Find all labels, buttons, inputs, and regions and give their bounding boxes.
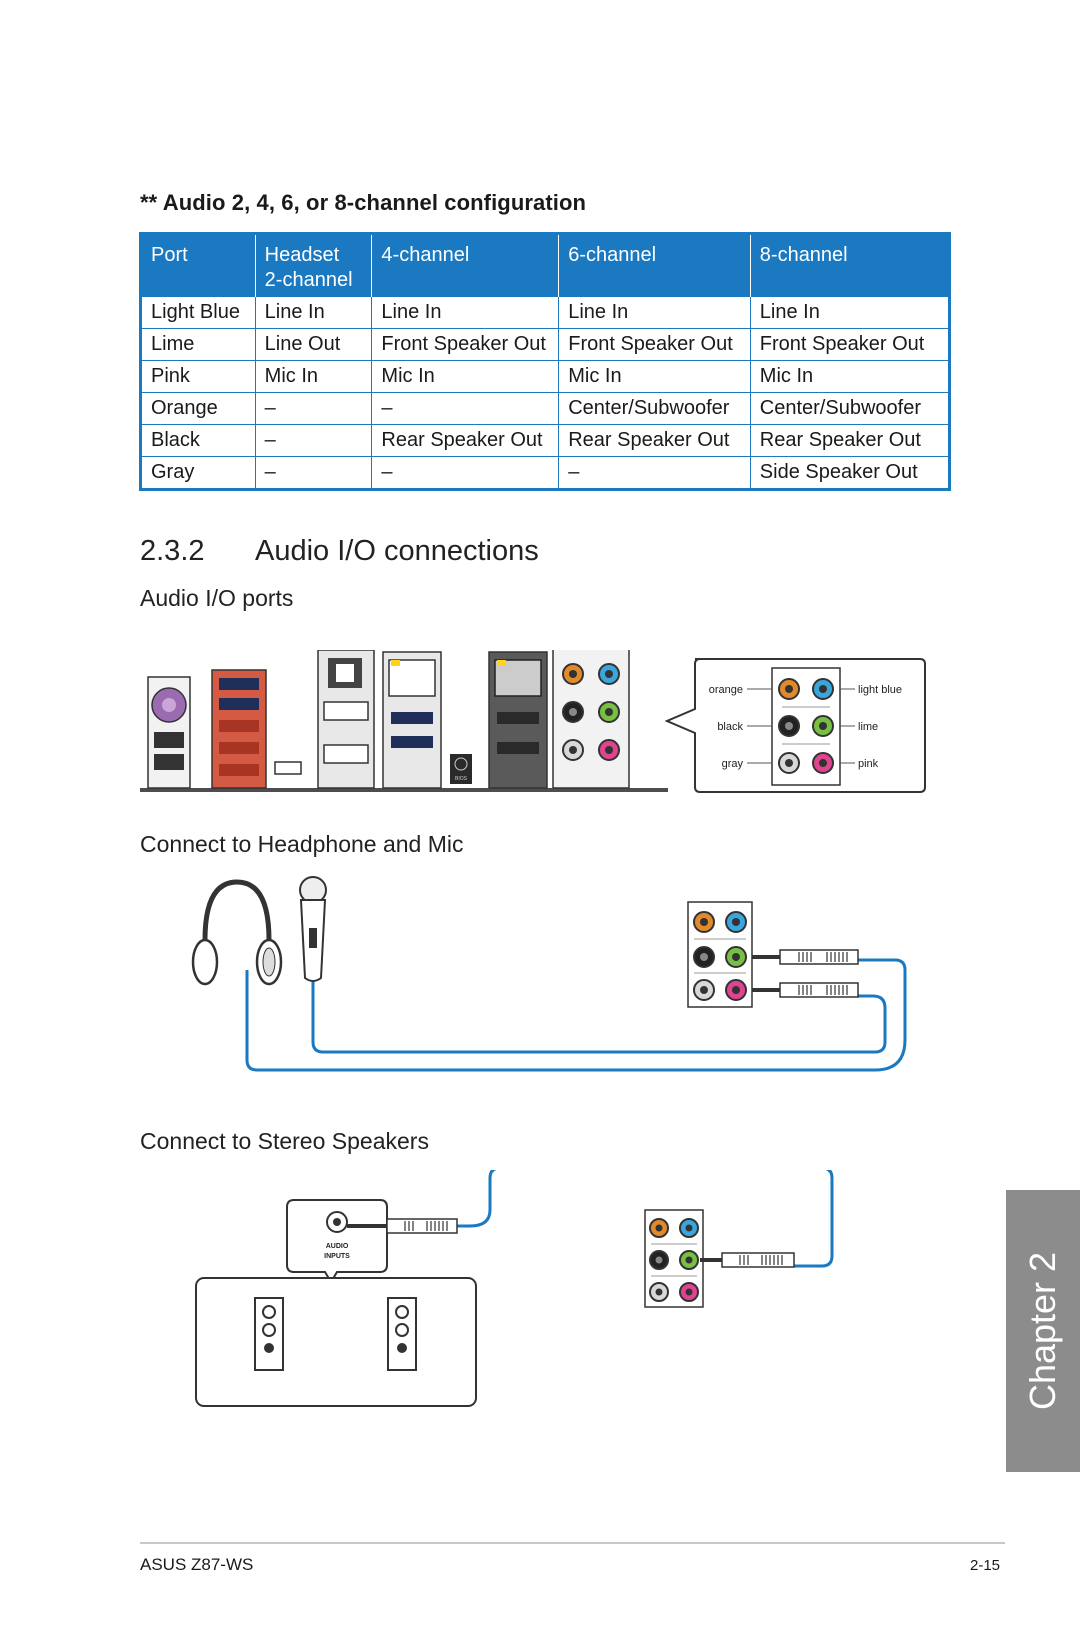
cell: Rear Speaker Out [749, 424, 951, 457]
audio-inputs-label-line2: INPUTS [324, 1253, 350, 1260]
cell: Line In [254, 296, 373, 329]
cell: Line In [558, 296, 751, 329]
chapter-tab[interactable]: Chapter 2 [1006, 1190, 1080, 1472]
table-header-row: Port Headset 2-channel 4-channel 6-chann… [140, 233, 950, 297]
label-black: black [717, 721, 743, 733]
audio-plug-icon [752, 982, 859, 998]
usb-stack-icon [211, 669, 267, 789]
cell: Rear Speaker Out [371, 424, 560, 457]
lan-usb-port-icon [488, 651, 548, 789]
bios-button: BIOS [450, 754, 472, 784]
cell: Front Speaker Out [749, 328, 951, 361]
subsection-speakers: Connect to Stereo Speakers [140, 1128, 429, 1154]
cell: – [254, 392, 373, 425]
speaker-input-box: AUDIO INPUTS [286, 1199, 388, 1284]
cell: Front Speaker Out [371, 328, 560, 361]
cell: Center/Subwoofer [558, 392, 751, 425]
jack-callout: orange black gray light blue lime pink [665, 658, 926, 793]
section-number: 2.3.2 [140, 535, 205, 567]
cell: Black [140, 424, 256, 457]
lan-usb-port-icon [382, 651, 442, 789]
header-4ch: 4-channel [371, 233, 560, 297]
cell: Front Speaker Out [558, 328, 751, 361]
label-light-blue: light blue [858, 684, 902, 696]
table-row: Light Blue Line In Line In Line In Line … [140, 296, 951, 329]
rear-io-illustration: BIOS [140, 650, 668, 792]
chapter-tab-label: Chapter 2 [1022, 1251, 1063, 1411]
label-orange: orange [709, 684, 743, 696]
table-row: Black – Rear Speaker Out Rear Speaker Ou… [140, 424, 951, 457]
label-lime: lime [858, 721, 878, 733]
cell: Center/Subwoofer [749, 392, 951, 425]
footer-divider [140, 1542, 1005, 1544]
cell: – [558, 456, 751, 490]
ps2-port-icon [147, 676, 191, 789]
footer-page-number: 2-15 [970, 1557, 1001, 1574]
cell: Rear Speaker Out [558, 424, 751, 457]
bios-label: BIOS [455, 776, 468, 782]
cell: Mic In [558, 360, 751, 393]
header-6ch: 6-channel [558, 233, 751, 297]
table-row: Lime Line Out Front Speaker Out Front Sp… [140, 328, 951, 361]
cell: Gray [140, 456, 256, 490]
cell: Orange [140, 392, 256, 425]
subsection-headphone: Connect to Headphone and Mic [140, 831, 464, 857]
header-8ch: 8-channel [750, 233, 950, 297]
speaker-right-icon [387, 1297, 417, 1371]
cell: – [371, 456, 560, 490]
audio-jack-panel [644, 1209, 704, 1308]
cell: Mic In [254, 360, 373, 393]
label-gray: gray [722, 758, 744, 770]
cell: Line Out [254, 328, 373, 361]
speaker-enclosure [195, 1277, 477, 1407]
displayport-icon [274, 761, 302, 775]
cell: – [254, 456, 373, 490]
cell: Pink [140, 360, 256, 393]
config-heading: ** Audio 2, 4, 6, or 8-channel configura… [140, 190, 587, 215]
audio-jack-panel [552, 650, 630, 789]
headphone-icon [191, 879, 283, 986]
audio-inputs-label-line1: AUDIO [326, 1243, 349, 1250]
table-row: Pink Mic In Mic In Mic In Mic In [140, 360, 951, 393]
subsection-ports: Audio I/O ports [140, 585, 294, 611]
header-headset: Headset 2-channel [255, 233, 373, 297]
audio-plug-icon [700, 1252, 795, 1268]
cell: Side Speaker Out [749, 456, 951, 490]
cell: – [254, 424, 373, 457]
cell: Lime [140, 328, 256, 361]
audio-plug-icon [752, 949, 859, 965]
cell: Mic In [371, 360, 560, 393]
speaker-left-icon [254, 1297, 284, 1371]
cell: Mic In [749, 360, 951, 393]
table-row: Orange – – Center/Subwoofer Center/Subwo… [140, 392, 951, 425]
optical-hdmi-icon [317, 650, 375, 789]
header-port: Port [140, 233, 256, 297]
audio-plug-icon [347, 1218, 458, 1234]
cell: Line In [371, 296, 560, 329]
cell: Light Blue [140, 296, 256, 329]
stereo-speakers-diagram: AUDIO INPUTS [195, 1170, 834, 1407]
headphone-mic-diagram [191, 876, 907, 1072]
footer-product: ASUS Z87-WS [140, 1555, 254, 1574]
table-row: Gray – – – Side Speaker Out [140, 456, 951, 490]
channel-config-table: Port Headset 2-channel 4-channel 6-chann… [139, 232, 951, 491]
audio-jack-panel [687, 901, 753, 1008]
label-pink: pink [858, 758, 879, 770]
microphone-icon [299, 876, 327, 982]
cell: Line In [749, 296, 951, 329]
cell: – [371, 392, 560, 425]
section-title: Audio I/O connections [255, 535, 539, 567]
